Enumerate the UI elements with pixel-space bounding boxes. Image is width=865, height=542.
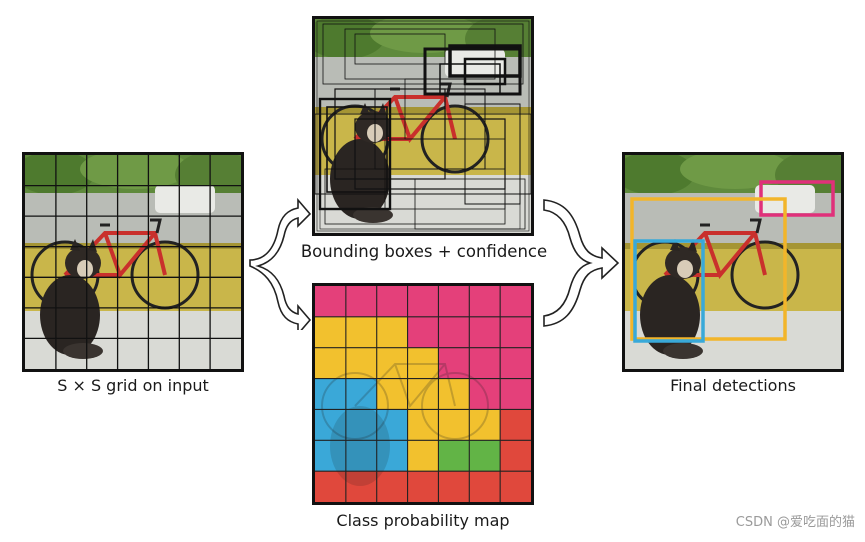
class-cell-yellow — [469, 409, 500, 440]
class-cell-yellow — [377, 317, 408, 348]
class-cell-pink — [408, 317, 439, 348]
split-arrow — [244, 190, 314, 330]
class-cell-yellow — [377, 379, 408, 410]
class-cell-red — [469, 471, 500, 502]
faint-dog-overlay — [330, 406, 390, 486]
watermark: CSDN @爱吃面的猫 — [736, 511, 855, 530]
class-cell-pink — [469, 286, 500, 317]
class-cell-yellow — [315, 317, 346, 348]
class-cell-pink — [346, 286, 377, 317]
final-detections-caption: Final detections — [622, 376, 844, 395]
final-detections-panel — [622, 152, 844, 372]
class-cell-pink — [500, 379, 531, 410]
merge-arrow — [542, 190, 622, 330]
class-probability-panel — [312, 283, 534, 505]
class-cell-pink — [315, 286, 346, 317]
class-cell-red — [408, 471, 439, 502]
class-cell-green — [469, 440, 500, 471]
class-cell-pink — [469, 348, 500, 379]
class-cell-green — [438, 440, 469, 471]
class-cell-red — [500, 471, 531, 502]
class-cell-red — [377, 471, 408, 502]
final-detections-scene — [625, 155, 841, 369]
class-cell-red — [438, 471, 469, 502]
class-cell-pink — [377, 286, 408, 317]
class-cell-yellow — [438, 409, 469, 440]
class-cell-pink — [438, 317, 469, 348]
class-cell-blue — [346, 379, 377, 410]
class-cell-pink — [500, 348, 531, 379]
class-cell-yellow — [315, 348, 346, 379]
input-grid-caption: S × S grid on input — [22, 376, 244, 395]
bounding-boxes-scene — [315, 19, 531, 233]
class-cell-yellow — [408, 440, 439, 471]
class-cell-pink — [500, 286, 531, 317]
bounding-boxes-caption: Bounding boxes + confidence — [290, 242, 558, 261]
class-probability-map — [315, 286, 531, 502]
input-image-panel — [22, 152, 244, 372]
input-scene — [25, 155, 241, 369]
class-cell-red — [500, 409, 531, 440]
bounding-boxes-panel — [312, 16, 534, 236]
class-map-caption: Class probability map — [296, 511, 550, 530]
class-cell-red — [500, 440, 531, 471]
class-cell-yellow — [346, 317, 377, 348]
class-cell-pink — [438, 286, 469, 317]
class-cell-pink — [408, 286, 439, 317]
class-cell-pink — [500, 317, 531, 348]
class-cell-pink — [469, 317, 500, 348]
